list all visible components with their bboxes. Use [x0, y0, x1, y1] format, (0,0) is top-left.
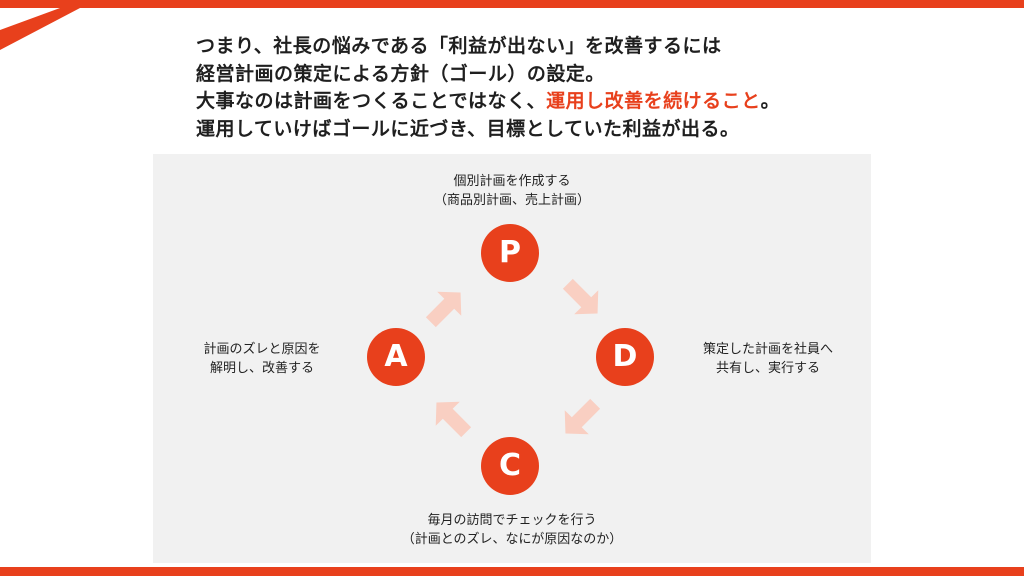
check-caption-line-1: 毎月の訪問でチェックを行う: [427, 513, 597, 528]
do-caption-line-1: 策定した計画を社員へ: [702, 342, 833, 357]
corner-decoration: [0, 8, 80, 50]
top-accent-bar: [0, 0, 1024, 8]
headline-line-3-prefix: 大事なのは計画をつくることではなく、: [196, 90, 547, 112]
check-caption-line-2: （計画とのズレ、なにが原因なのか）: [401, 532, 623, 547]
cycle-arrows: [425, 278, 601, 438]
plan-caption-line-1: 個別計画を作成する: [453, 174, 571, 189]
headline-line-1: つまり、社長の悩みである「利益が出ない」を改善するには: [196, 35, 722, 57]
headline-text: つまり、社長の悩みである「利益が出ない」を改善するには 経営計画の策定による方針…: [196, 33, 896, 143]
check-caption: 毎月の訪問でチェックを行う （計画とのズレ、なにが原因なのか）: [362, 511, 662, 549]
act-caption: 計画のズレと原因を 解明し、改善する: [167, 340, 357, 378]
plan-circle: P: [481, 224, 539, 282]
arrow-do-to-check: [564, 398, 601, 435]
headline-line-3-suffix: 。: [760, 90, 781, 112]
bottom-accent-bar: [0, 567, 1024, 576]
plan-caption-line-2: （商品別計画、売上計画）: [433, 193, 590, 208]
arrow-plan-to-do: [562, 278, 599, 315]
arrow-check-to-act: [435, 401, 472, 438]
arrow-act-to-plan: [425, 291, 462, 328]
pdca-panel: P D C A 個別計画を作成する （商品別計画、売上計画） 策定した計画を社員…: [153, 154, 871, 563]
do-caption-line-2: 共有し、実行する: [715, 361, 820, 376]
headline-line-3: 大事なのは計画をつくることではなく、運用し改善を続けること。: [196, 88, 896, 116]
headline-highlight: 運用し改善を続けること: [546, 90, 761, 112]
headline-line-4: 運用していけばゴールに近づき、目標としていた利益が出る。: [196, 117, 740, 140]
headline-line-2: 経営計画の策定による方針（ゴール）の設定。: [196, 62, 605, 85]
do-circle: D: [596, 328, 654, 386]
act-caption-line-1: 計画のズレと原因を: [203, 342, 321, 357]
act-circle: A: [367, 328, 425, 386]
act-caption-line-2: 解明し、改善する: [209, 361, 314, 376]
plan-caption: 個別計画を作成する （商品別計画、売上計画）: [362, 172, 662, 210]
do-caption: 策定した計画を社員へ 共有し、実行する: [673, 340, 863, 378]
check-circle: C: [481, 437, 539, 495]
